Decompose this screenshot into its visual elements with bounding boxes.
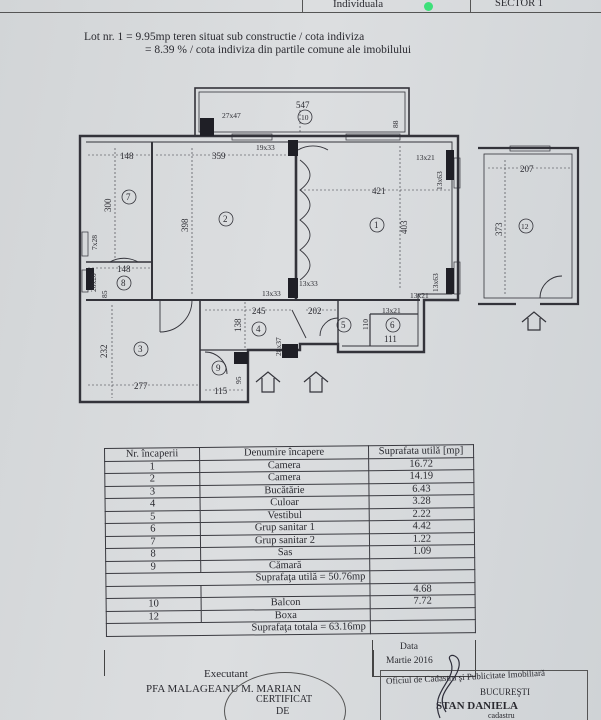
room-number-4: 4 (256, 324, 261, 334)
dim-88: 88 (391, 120, 400, 128)
room-number-10: 10 (301, 113, 309, 122)
floor-plan: 547 27x47 88 148 359 19x33 13x21 13x63 4… (78, 87, 580, 404)
dim-373: 373 (494, 222, 504, 236)
dim-28x37: 28x37 (274, 337, 283, 356)
room-area-cell: 4.68 (369, 582, 476, 596)
room-number-6: 6 (390, 320, 395, 330)
header-sector-label: SECTOR 1 (495, 0, 543, 9)
ocpi-stamp (380, 670, 588, 720)
dim-148-top: 148 (120, 151, 134, 161)
room-number-cell: 9 (105, 559, 201, 574)
data-label: Data (400, 642, 418, 652)
room-area-cell (370, 607, 476, 621)
green-dot-marker (424, 2, 433, 11)
room-number-cell: 5 (105, 509, 201, 524)
storage-box-outline (478, 146, 580, 306)
dim-202: 202 (308, 306, 322, 316)
total-row: Suprafaţa totala = 63.16mp (106, 619, 476, 636)
room-number-7: 7 (126, 192, 131, 202)
room-number-8: 8 (121, 278, 126, 288)
room-number-9: 9 (216, 363, 221, 373)
header-room-number: Nr. încaperii (104, 447, 200, 461)
dim-398: 398 (180, 218, 190, 232)
room-area-cell: 6.43 (368, 482, 475, 496)
dim-547: 547 (296, 100, 310, 110)
total-row-value (370, 619, 476, 634)
rooms-table-body: Nr. încaperii Denumire încapere Suprafat… (104, 444, 476, 636)
room-number-cell: 8 (105, 547, 201, 561)
dim-110: 110 (361, 319, 370, 330)
room-area-cell: 16.72 (368, 457, 474, 471)
dim-13x63-top: 13x63 (435, 171, 444, 190)
room-number-1: 1 (374, 220, 379, 230)
dim-300: 300 (103, 198, 113, 212)
header-cell-left: Individuala (302, 0, 421, 12)
room-area-cell (369, 557, 475, 571)
dim-277: 277 (134, 381, 148, 391)
dim-421: 421 (372, 186, 386, 196)
room-number-cell (105, 584, 202, 599)
ocpi-city: BUCUREŞTI (480, 687, 531, 697)
room-number-cell: 12 (106, 609, 202, 624)
room-area-cell: 3.28 (369, 494, 475, 509)
room-number-12: 12 (521, 222, 529, 231)
dim-13x33-right: 13x33 (299, 279, 318, 288)
executant-label: Executant (204, 668, 248, 680)
dim-245: 245 (252, 306, 266, 316)
room-number-cell: 2 (104, 472, 200, 486)
room-area-cell: 1.09 (369, 544, 475, 559)
dim-13x21-bottom: 13x21 (410, 291, 429, 300)
total-row-label: Suprafaţa totala = 63.16mp (106, 620, 371, 636)
header-left-text: Individuala (333, 0, 384, 10)
room-number-2: 2 (223, 214, 228, 224)
dim-13x21-top: 13x21 (416, 153, 435, 162)
cadastru-text: cadastru (488, 711, 515, 720)
dim-148-bottom: 148 (117, 264, 131, 274)
lot-line-2: = 8.39 % / cota indiviza din partile com… (145, 44, 412, 56)
header-rule (0, 12, 601, 13)
dim-138: 138 (233, 318, 243, 332)
room-area-cell: 4.42 (369, 519, 475, 534)
dim-85: 85 (100, 290, 109, 298)
room-area-cell: 14.19 (368, 469, 474, 484)
signature-mark (436, 654, 460, 719)
dim-13x63-bottom: 13x63 (431, 273, 440, 292)
rooms-table: Nr. încaperii Denumire încapere Suprafat… (104, 444, 476, 636)
room-number-cell: 10 (106, 597, 202, 611)
dim-20x20: 20x20 (89, 273, 98, 292)
room-number-3: 3 (138, 344, 143, 354)
dim-359: 359 (212, 151, 226, 161)
apartment-outline (78, 134, 460, 404)
header-area: Suprafata utilă [mp] (368, 444, 474, 459)
dim-13x21-bath: 13x21 (382, 306, 401, 315)
room-number-5: 5 (341, 320, 346, 330)
registrar-name: STAN DANIELA (436, 700, 519, 712)
room-area-cell: 2.22 (369, 507, 475, 521)
data-value: Martie 2016 (386, 656, 433, 666)
dim-115: 115 (214, 386, 228, 396)
footer-date-box (372, 640, 476, 677)
room-number-cell: 3 (104, 484, 201, 499)
dim-403: 403 (399, 220, 409, 234)
room-area-cell: 1.22 (369, 532, 475, 546)
dim-13x33-left: 13x33 (262, 289, 281, 298)
dim-111: 111 (384, 334, 397, 344)
room-number-cell: 4 (105, 497, 201, 511)
dim-232: 232 (99, 345, 109, 359)
lot-line-1: Lot nr. 1 = 9.95mp teren situat sub cons… (84, 31, 365, 43)
dim-207: 207 (520, 164, 534, 174)
dim-7x28: 7x28 (90, 235, 99, 250)
dim-95: 95 (234, 376, 243, 384)
room-number-cell: 6 (105, 522, 201, 536)
dim-19x33: 19x33 (256, 143, 275, 152)
room-number-cell: 1 (104, 459, 200, 474)
subtotal-util-row-value (369, 569, 475, 584)
footer-left-box (104, 650, 374, 676)
header-cell-right: SECTOR 1 (470, 0, 601, 12)
room-number-cell: 7 (105, 534, 201, 549)
room-area-cell: 7.72 (370, 594, 476, 609)
dim-27x47: 27x47 (222, 111, 241, 120)
